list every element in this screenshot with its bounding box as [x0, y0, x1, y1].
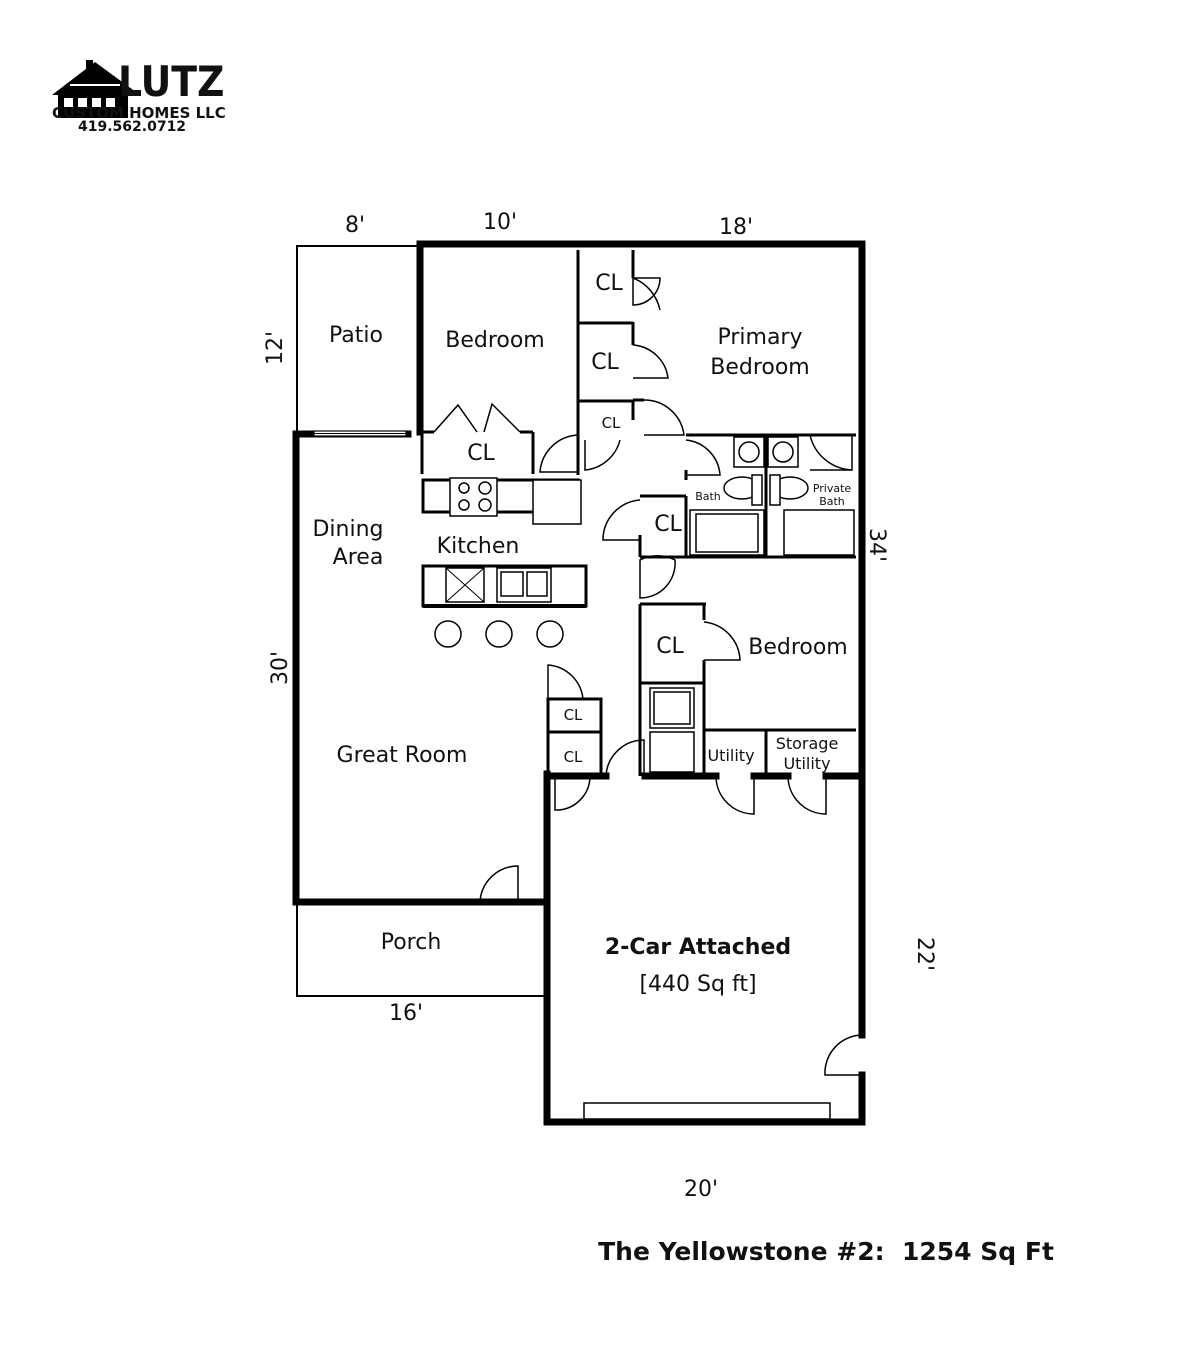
storage-utility-label-line1: Storage — [776, 734, 839, 753]
closet-label: CL — [595, 271, 623, 296]
logo-subtitle: CUSTOM HOMES LLC — [52, 104, 226, 122]
sliding-door — [313, 430, 407, 437]
garage-label: 2-Car Attached — [605, 935, 791, 960]
porch-outline — [296, 900, 546, 997]
patio-label: Patio — [329, 323, 383, 348]
private-bath-label-line2: Bath — [819, 495, 845, 508]
dimension-label: 8' — [345, 213, 365, 238]
kitchen-island — [421, 564, 588, 608]
bath-label: Bath — [695, 490, 721, 503]
closet-label: CL — [656, 634, 684, 659]
closet-label: CL — [467, 441, 495, 466]
logo-name: LUTZ — [118, 57, 224, 106]
bar-stools — [434, 620, 564, 648]
closet-label: CL — [591, 350, 619, 375]
doors — [433, 277, 863, 1076]
porch-label: Porch — [381, 930, 442, 955]
patio-outline — [296, 245, 420, 432]
logo-phone: 419.562.0712 — [78, 119, 186, 135]
garage-area-label: [440 Sq ft] — [639, 972, 756, 997]
bedroom-1-label: Bedroom — [445, 328, 545, 353]
bath-fixtures — [689, 436, 855, 556]
closet-label: CL — [654, 512, 682, 537]
dimension-label: 20' — [684, 1177, 718, 1202]
dining-label-line1: Dining — [312, 517, 383, 542]
house-logo-icon — [52, 60, 140, 118]
private-bath-label-line1: Private — [813, 482, 852, 495]
exterior-walls — [292, 240, 866, 1126]
company-logo: LUTZ CUSTOM HOMES LLC 419.562.0712 — [52, 57, 226, 135]
dimension-label: 18' — [719, 215, 753, 240]
refrigerator — [532, 479, 582, 525]
plan-title: The Yellowstone #2: 1254 Sq Ft — [598, 1237, 1054, 1266]
dimension-label: 16' — [389, 1001, 423, 1026]
interior-walls — [420, 250, 856, 778]
closet-label: CL — [602, 414, 621, 432]
garage-door — [583, 1102, 831, 1120]
great-room-label: Great Room — [337, 743, 468, 768]
laundry-appliances — [649, 687, 695, 773]
kitchen-label: Kitchen — [437, 534, 520, 559]
dimension-label: 12' — [263, 331, 288, 365]
closet-label: CL — [564, 748, 583, 766]
dimension-label: 30' — [268, 651, 293, 685]
dining-label-line2: Area — [333, 545, 384, 570]
primary-bedroom-label-line2: Bedroom — [710, 355, 810, 380]
dimension-label: 34' — [864, 528, 889, 562]
utility-label: Utility — [707, 746, 754, 765]
primary-bedroom-label-line1: Primary — [717, 325, 802, 350]
bedroom-2-label: Bedroom — [748, 635, 848, 660]
dimension-label: 22' — [912, 937, 937, 971]
storage-utility-label-line2: Utility — [783, 754, 830, 773]
closet-label: CL — [564, 706, 583, 724]
kitchen-counter-top — [421, 477, 582, 525]
dimension-label: 10' — [483, 210, 517, 235]
